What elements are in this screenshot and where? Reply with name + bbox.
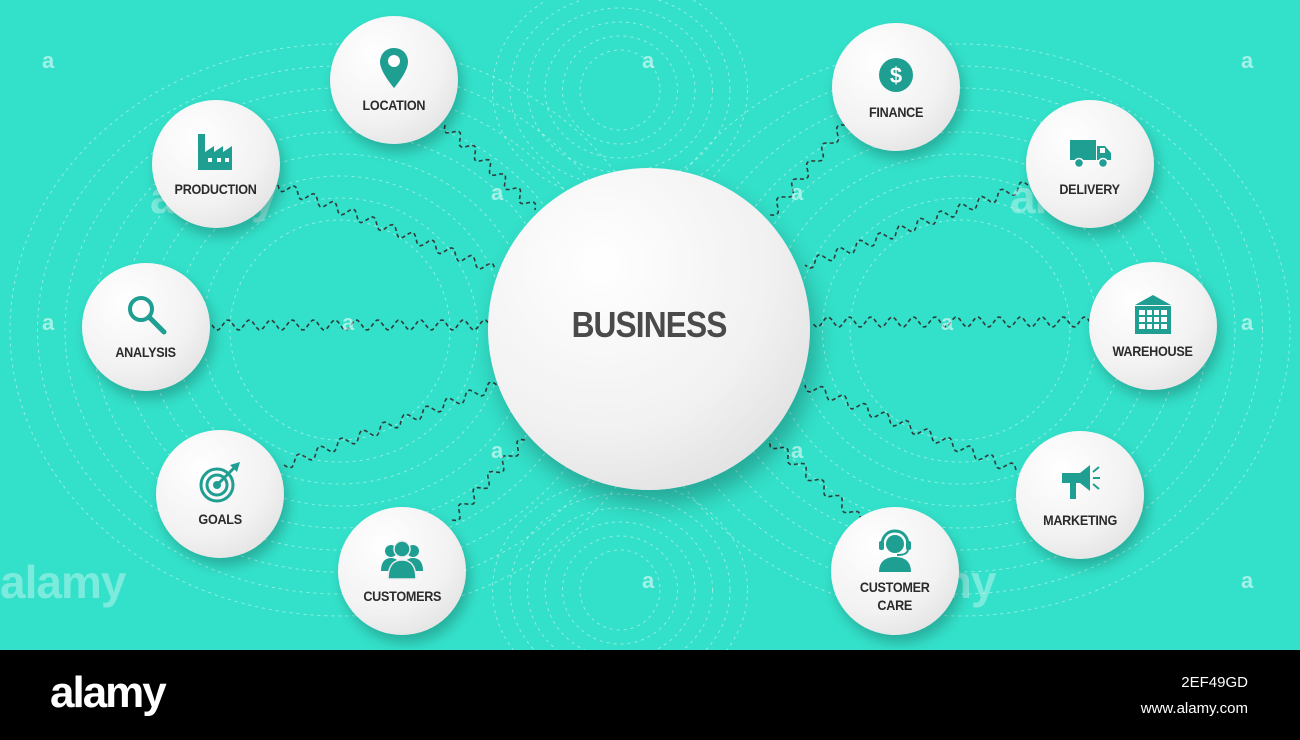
- dashed-ring: [579, 49, 661, 131]
- node-label: MARKETING: [1043, 512, 1117, 528]
- node-delivery: DELIVERY: [1026, 100, 1154, 228]
- footer-bar: alamy 2EF49GD www.alamy.com: [0, 650, 1300, 740]
- node-customer-care: CUSTOMER CARE: [831, 507, 959, 635]
- dashed-ring: [849, 219, 1071, 441]
- node-goals: GOALS: [156, 430, 284, 558]
- dashed-ring: [562, 35, 678, 145]
- watermark-mark: a: [791, 438, 804, 463]
- node-label: CUSTOMERS: [363, 588, 441, 604]
- watermark-mark: a: [1241, 48, 1254, 73]
- megaphone-icon: [1062, 465, 1100, 499]
- dashed-ring: [527, 507, 713, 650]
- dashed-ring: [527, 7, 713, 173]
- connector-line: [451, 438, 526, 522]
- connector-line: [769, 124, 846, 216]
- node-label: ANALYSIS: [115, 344, 177, 360]
- image-id: 2EF49GD: [1181, 674, 1248, 691]
- connector-line: [804, 181, 1029, 269]
- dashed-ring: [544, 521, 696, 650]
- node-production: PRODUCTION: [152, 100, 280, 228]
- center-circle: BUSINESS: [488, 168, 810, 490]
- watermark-mark: a: [491, 180, 504, 205]
- node-marketing: MARKETING: [1016, 431, 1144, 559]
- dashed-ring: [509, 493, 731, 650]
- connector-line: [283, 381, 498, 469]
- watermark-mark: a: [491, 438, 504, 463]
- watermark-mark: a: [42, 310, 55, 335]
- location-pin-icon: [380, 48, 408, 88]
- watermark-mark: a: [342, 310, 355, 335]
- dashed-ring: [492, 479, 748, 650]
- watermark-mark: a: [941, 310, 954, 335]
- footer-logo: alamy: [50, 668, 167, 717]
- watermark-mark: a: [642, 568, 655, 593]
- node-label: GOALS: [198, 511, 242, 527]
- connector-line: [211, 319, 491, 331]
- magnifier-icon: [128, 296, 167, 335]
- watermark-mark: a: [1241, 568, 1254, 593]
- connector-lines: [211, 124, 1091, 522]
- svg-text:$: $: [890, 63, 902, 88]
- watermark-logo: alamy: [0, 556, 126, 608]
- connector-line: [811, 316, 1091, 328]
- dashed-ring: [562, 535, 678, 645]
- node-label: WAREHOUSE: [1112, 343, 1194, 359]
- watermark-mark: a: [642, 48, 655, 73]
- watermark-mark: a: [1241, 310, 1254, 335]
- warehouse-icon: [1135, 295, 1171, 334]
- node-finance: $ FINANCE: [832, 23, 960, 151]
- connector-line: [768, 439, 862, 521]
- node-warehouse: WAREHOUSE: [1089, 262, 1217, 390]
- node-label: LOCATION: [362, 97, 426, 113]
- dashed-ring: [579, 549, 661, 631]
- target-arrow-icon: [199, 462, 240, 503]
- node-label: DELIVERY: [1059, 181, 1121, 197]
- watermark-mark: a: [791, 180, 804, 205]
- connector-line: [277, 184, 496, 271]
- watermark-mark: a: [42, 48, 55, 73]
- node-label: FINANCE: [868, 104, 924, 120]
- people-group-icon: [381, 540, 423, 580]
- node-label: CUSTOMER CARE: [860, 579, 930, 613]
- dollar-coin-icon: $: [879, 58, 913, 92]
- dashed-ring: [229, 219, 451, 441]
- dashed-ring: [202, 197, 478, 463]
- factory-icon: [198, 134, 232, 170]
- connector-line: [443, 124, 537, 211]
- dashed-ring: [544, 21, 696, 159]
- truck-icon: [1070, 140, 1111, 169]
- node-customers: CUSTOMERS: [338, 507, 466, 635]
- node-label: PRODUCTION: [174, 181, 258, 197]
- diagram-canvas: a a a a a a a a a a a a a alamy alamy al…: [0, 0, 1300, 650]
- node-location: LOCATION: [330, 16, 458, 144]
- headset-agent-icon: [879, 529, 911, 572]
- center-label: BUSINESS: [571, 304, 728, 345]
- node-analysis: ANALYSIS: [82, 263, 210, 391]
- connector-line: [804, 384, 1017, 471]
- dashed-ring: [492, 0, 748, 201]
- site-url: www.alamy.com: [1140, 700, 1248, 717]
